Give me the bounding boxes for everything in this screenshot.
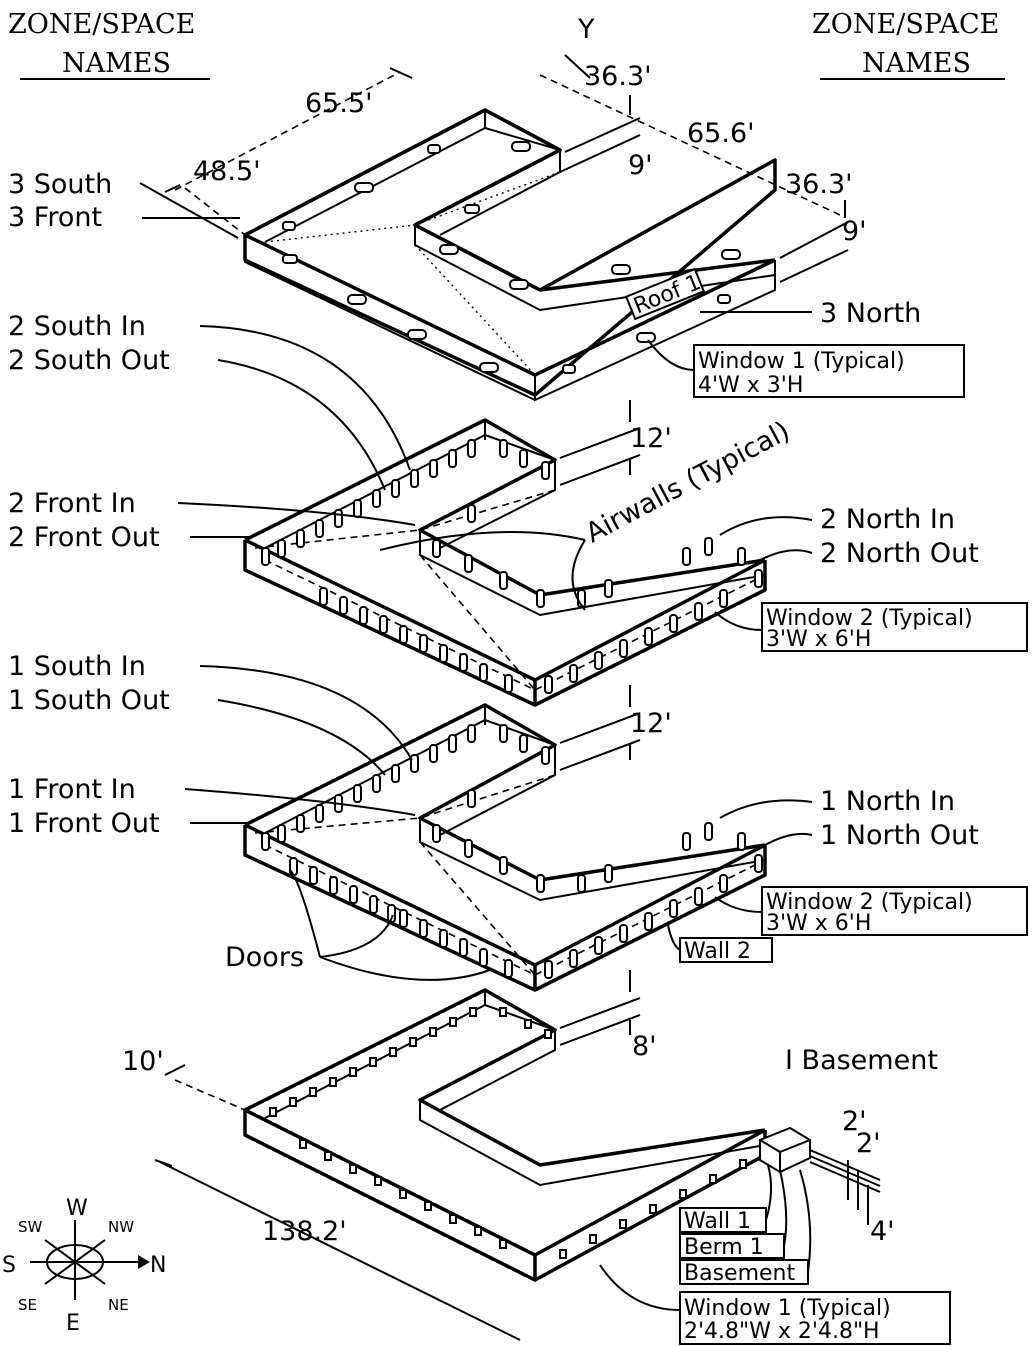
right-header-line1: ZONE/SPACE bbox=[812, 9, 999, 40]
basement-window-callout: Window 1 (Typical) 2'4.8"W x 2'4.8"H bbox=[599, 1264, 951, 1345]
dim-9-b: 9' bbox=[842, 216, 867, 247]
berm-box bbox=[759, 1126, 881, 1193]
label-2-south-in: 2 South In bbox=[8, 311, 146, 342]
level-2-height-dim: 12' bbox=[559, 400, 672, 486]
dim-10: 10' bbox=[122, 1046, 164, 1077]
left-header-line1: ZONE/SPACE bbox=[8, 9, 195, 40]
left-header: ZONE/SPACE NAMES bbox=[8, 9, 210, 80]
dim-9-a: 9' bbox=[628, 150, 653, 181]
level-1-block: 12' bbox=[243, 685, 767, 992]
window-1-typical-l3-line1: Window 1 (Typical) bbox=[698, 349, 905, 374]
basement-height: 8' bbox=[632, 1031, 657, 1062]
right-header: ZONE/SPACE NAMES bbox=[812, 9, 1005, 80]
compass-rose: W NW SW S N SE E NE bbox=[2, 1196, 166, 1336]
label-2-south-out: 2 South Out bbox=[8, 345, 170, 376]
airwalls-label: Airwalls (Typical) bbox=[581, 416, 795, 550]
dim-65-6: 65.6' bbox=[687, 118, 755, 149]
level-1-height-dim: 12' bbox=[559, 685, 672, 771]
label-3-south: 3 South bbox=[8, 169, 112, 200]
dim-4: 4' bbox=[870, 1216, 895, 1247]
wall-2-callout: Wall 2 bbox=[667, 924, 773, 964]
compass-w: W bbox=[66, 1196, 88, 1221]
dim-48-5: 48.5' bbox=[193, 156, 261, 187]
label-1-north-in: 1 North In bbox=[820, 786, 955, 817]
window-1-typical-l3-line2: 4'W x 3'H bbox=[698, 373, 803, 398]
compass-nw: NW bbox=[108, 1218, 134, 1236]
label-doors: Doors bbox=[225, 942, 304, 973]
basement-labels: I Basement Wall 1 Berm 1 Basement Window… bbox=[599, 1045, 951, 1345]
level-2-windows bbox=[261, 439, 763, 694]
compass-e: E bbox=[66, 1311, 80, 1336]
berm-1-label: Berm 1 bbox=[684, 1235, 764, 1260]
wall-1-label: Wall 1 bbox=[684, 1209, 751, 1234]
basement-dimensions: 10' 138.2' 2' 2' 4' bbox=[122, 1046, 895, 1341]
basement-windows bbox=[269, 1007, 747, 1259]
level-1-windows bbox=[261, 724, 763, 979]
compass-s: S bbox=[2, 1253, 16, 1278]
dim-36-3-right: 36.3' bbox=[785, 169, 853, 200]
dim-65-5: 65.5' bbox=[305, 88, 373, 119]
compass-n: N bbox=[150, 1253, 166, 1278]
level-3-windows bbox=[282, 141, 741, 374]
level-1-height: 12' bbox=[630, 708, 672, 739]
window-2-typical-l2-line1: Window 2 (Typical) bbox=[766, 606, 973, 631]
dim-138-2: 138.2' bbox=[262, 1216, 347, 1247]
level-1-labels: 1 South In 1 South Out 1 Front In 1 Fron… bbox=[8, 651, 1028, 981]
window-1-typical-bsmt-line1: Window 1 (Typical) bbox=[684, 1296, 891, 1321]
wall-2-label: Wall 2 bbox=[684, 939, 751, 964]
level-2-height: 12' bbox=[630, 423, 672, 454]
window-2-typical-l1-line2: 3'W x 6'H bbox=[766, 911, 871, 936]
basement-callouts: Wall 1 Berm 1 Basement bbox=[679, 1164, 812, 1286]
window-2-typical-l2-line2: 3'W x 6'H bbox=[766, 627, 871, 652]
compass-se: SE bbox=[18, 1296, 37, 1314]
level-3-block: Roof 1 65.5' 48.5' Y 36.3' 65.6' 9' 36.3… bbox=[164, 14, 867, 402]
label-2-front-out: 2 Front Out bbox=[8, 522, 160, 553]
label-2-front-in: 2 Front In bbox=[8, 488, 136, 519]
label-1-front-out: 1 Front Out bbox=[8, 808, 160, 839]
dim-36-3-top: 36.3' bbox=[584, 61, 652, 92]
label-3-front: 3 Front bbox=[8, 202, 102, 233]
label-3-north: 3 North bbox=[820, 298, 921, 329]
basement-callout-label: Basement bbox=[684, 1261, 795, 1286]
label-1-front-in: 1 Front In bbox=[8, 774, 136, 805]
level-3-labels: 3 South 3 Front 3 North Window 1 (Typica… bbox=[8, 169, 965, 398]
window-2-typical-l1-line1: Window 2 (Typical) bbox=[766, 890, 973, 915]
level-2-labels: 2 South In 2 South Out 2 Front In 2 Fron… bbox=[8, 311, 1028, 652]
level-2-window-callout: Window 2 (Typical) 3'W x 6'H bbox=[714, 602, 1028, 652]
level-1-window-callout: Window 2 (Typical) 3'W x 6'H bbox=[714, 886, 1028, 936]
label-1-north-out: 1 North Out bbox=[820, 820, 979, 851]
label-1-south-out: 1 South Out bbox=[8, 685, 170, 716]
right-header-line2: NAMES bbox=[862, 48, 971, 79]
basement-height-dim: 8' bbox=[559, 970, 657, 1062]
basement-block: 8' 10' 138.2' 2' 2' 4' bbox=[122, 970, 895, 1341]
level-3-dimensions: 65.5' 48.5' Y 36.3' 65.6' 9' 36.3' 9' bbox=[164, 14, 867, 283]
compass-sw: SW bbox=[18, 1218, 43, 1236]
window-1-typical-bsmt-line2: 2'4.8"W x 2'4.8"H bbox=[684, 1319, 880, 1344]
left-header-line2: NAMES bbox=[62, 48, 171, 79]
label-2-north-out: 2 North Out bbox=[820, 538, 979, 569]
axis-y-label: Y bbox=[577, 14, 595, 45]
dim-2-a: 2' bbox=[842, 1106, 867, 1137]
label-basement: I Basement bbox=[785, 1045, 938, 1076]
level-2-block: 12' Airwalls (Typical) bbox=[243, 400, 795, 707]
label-2-north-in: 2 North In bbox=[820, 504, 955, 535]
compass-ne: NE bbox=[108, 1296, 129, 1314]
label-1-south-in: 1 South In bbox=[8, 651, 146, 682]
dim-2-b: 2' bbox=[856, 1128, 881, 1159]
level-3-window-callout: Window 1 (Typical) 4'W x 3'H bbox=[647, 339, 965, 398]
